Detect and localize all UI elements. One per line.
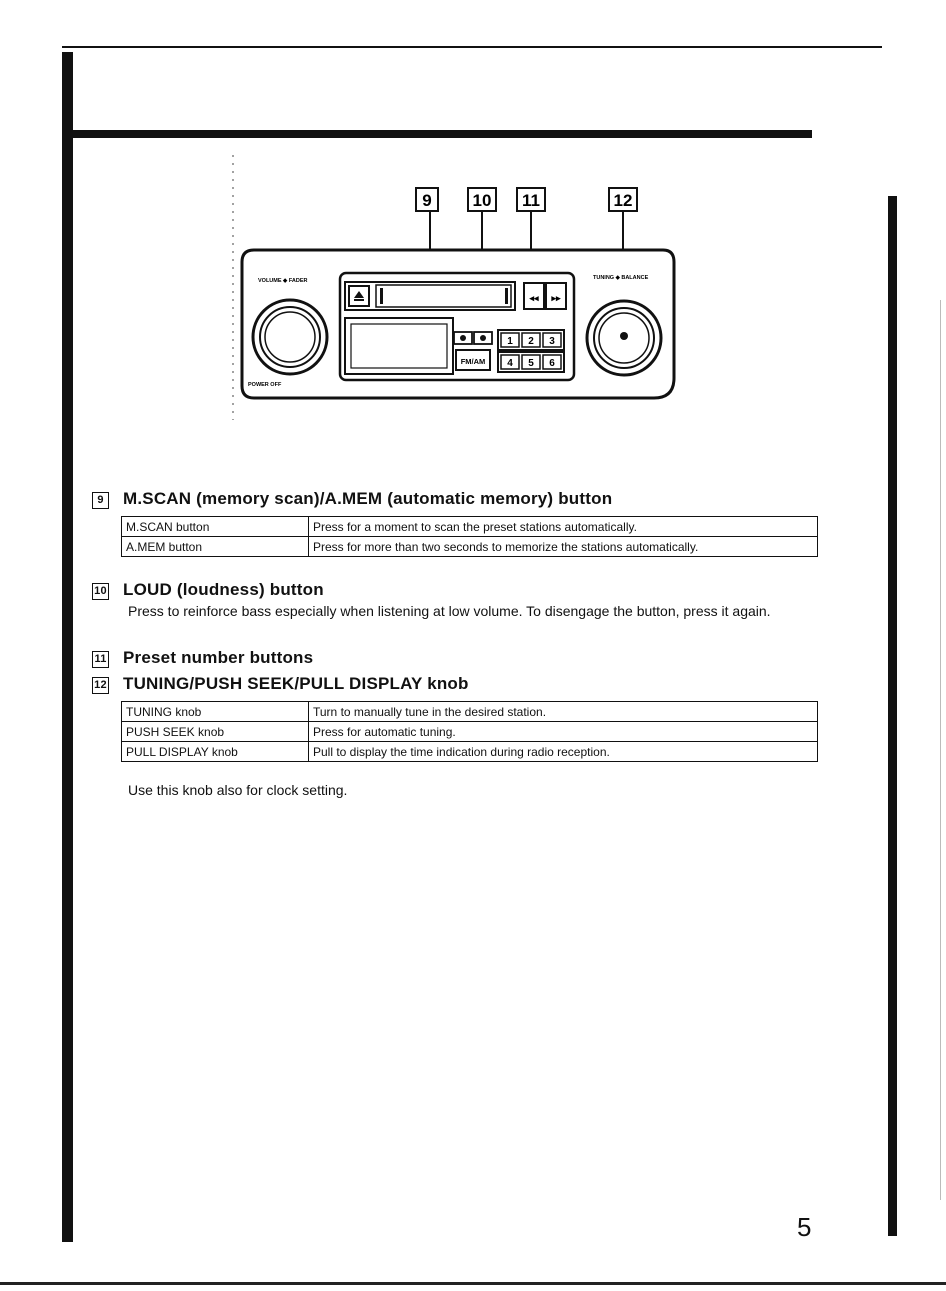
top-rule bbox=[62, 46, 882, 48]
svg-text:◂◂: ◂◂ bbox=[528, 293, 539, 303]
table-cell-name: A.MEM button bbox=[121, 536, 309, 557]
mscan-amem-table: M.SCAN button Press for a moment to scan… bbox=[121, 516, 818, 557]
svg-text:6: 6 bbox=[549, 358, 555, 369]
table-cell-name: M.SCAN button bbox=[121, 516, 309, 537]
section-number: 9 bbox=[92, 492, 109, 509]
svg-text:9: 9 bbox=[422, 191, 431, 210]
svg-text:10: 10 bbox=[473, 191, 492, 210]
callout-10: 10 bbox=[467, 187, 497, 212]
section-number: 10 bbox=[92, 583, 109, 600]
table-cell-desc: Press for automatic tuning. bbox=[308, 721, 818, 742]
section-title: Preset number buttons bbox=[123, 648, 314, 667]
car-stereo-illustration: 9 10 11 12 VOLUME ◆ FADER POWER OFF TUNI… bbox=[232, 155, 676, 420]
svg-text:1: 1 bbox=[507, 336, 513, 347]
power-off-label: POWER OFF bbox=[248, 382, 282, 388]
table-cell-name: TUNING knob bbox=[121, 701, 309, 722]
table-row: TUNING knob Turn to manually tune in the… bbox=[121, 701, 818, 722]
fm-am-label: FM/AM bbox=[461, 357, 486, 366]
bottom-rule bbox=[0, 1282, 946, 1285]
left-margin-bar bbox=[62, 52, 73, 1242]
table-cell-desc: Turn to manually tune in the desired sta… bbox=[308, 701, 818, 722]
svg-text:12: 12 bbox=[614, 191, 633, 210]
svg-text:4: 4 bbox=[507, 358, 513, 369]
table-cell-desc: Pull to display the time indication duri… bbox=[308, 741, 818, 762]
table-cell-name: PULL DISPLAY knob bbox=[121, 741, 309, 762]
svg-text:5: 5 bbox=[528, 358, 534, 369]
section-title: TUNING/PUSH SEEK/PULL DISPLAY knob bbox=[123, 674, 469, 693]
page-number: 5 bbox=[797, 1212, 812, 1242]
table-row: PUSH SEEK knob Press for automatic tunin… bbox=[121, 721, 818, 742]
table-cell-desc: Press for more than two seconds to memor… bbox=[308, 536, 818, 557]
right-margin-bar bbox=[888, 196, 897, 1236]
table-row: PULL DISPLAY knob Pull to display the ti… bbox=[121, 741, 818, 762]
volume-knob bbox=[251, 298, 329, 376]
svg-text:11: 11 bbox=[522, 191, 540, 210]
callout-12: 12 bbox=[608, 187, 638, 212]
callout-9: 9 bbox=[415, 187, 439, 212]
volume-fader-label: VOLUME ◆ FADER bbox=[258, 277, 307, 284]
table-cell-name: PUSH SEEK knob bbox=[121, 721, 309, 742]
section-number: 12 bbox=[92, 677, 109, 694]
section-10-heading: 10 LOUD (loudness) button bbox=[92, 580, 324, 600]
preset-buttons: 1 2 3 4 5 6 bbox=[497, 329, 565, 373]
svg-text:▸▸: ▸▸ bbox=[550, 293, 561, 303]
header-band bbox=[62, 130, 812, 138]
section-title: LOUD (loudness) button bbox=[123, 580, 324, 599]
tuning-balance-label: TUNING ◆ BALANCE bbox=[593, 274, 649, 281]
tuning-knob-table: TUNING knob Turn to manually tune in the… bbox=[121, 701, 818, 762]
table-row: M.SCAN button Press for a moment to scan… bbox=[121, 516, 818, 537]
section-9-heading: 9 M.SCAN (memory scan)/A.MEM (automatic m… bbox=[92, 489, 612, 509]
loud-description: Press to reinforce bass especially when … bbox=[128, 603, 771, 619]
callout-11: 11 bbox=[516, 187, 546, 212]
svg-text:3: 3 bbox=[549, 336, 555, 347]
section-11-heading: 11 Preset number buttons bbox=[92, 648, 313, 668]
clock-setting-note: Use this knob also for clock setting. bbox=[128, 782, 348, 798]
svg-text:2: 2 bbox=[528, 336, 534, 347]
scan-edge-line bbox=[940, 300, 941, 1200]
table-row: A.MEM button Press for more than two sec… bbox=[121, 536, 818, 557]
section-12-heading: 12 TUNING/PUSH SEEK/PULL DISPLAY knob bbox=[92, 674, 469, 694]
section-number: 11 bbox=[92, 651, 109, 668]
table-cell-desc: Press for a moment to scan the preset st… bbox=[308, 516, 818, 537]
section-title: M.SCAN (memory scan)/A.MEM (automatic me… bbox=[123, 489, 613, 508]
tuning-knob bbox=[585, 299, 663, 377]
